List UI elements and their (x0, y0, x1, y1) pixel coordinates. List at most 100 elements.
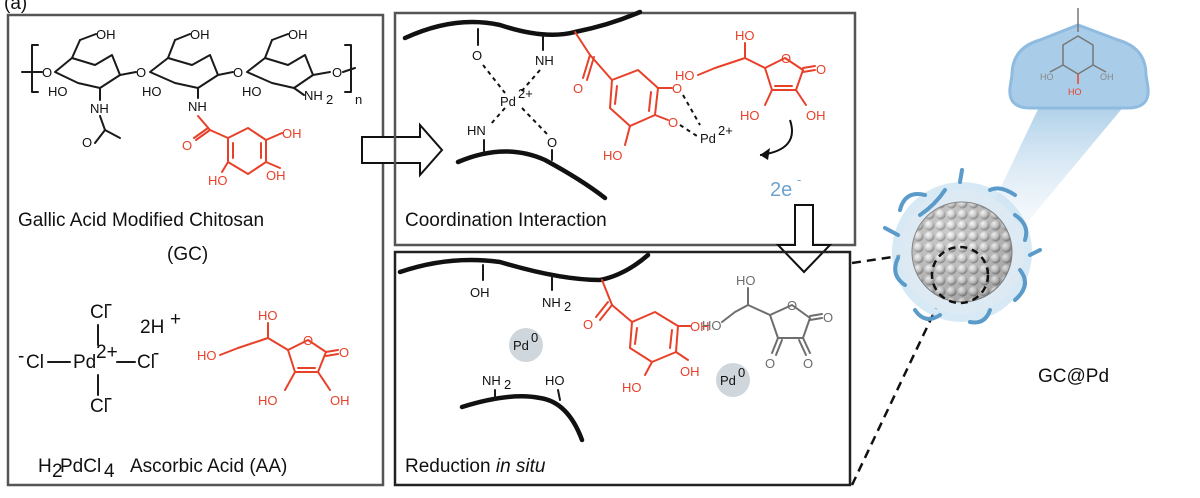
svg-text:HO: HO (197, 348, 217, 363)
svg-text:O: O (672, 81, 682, 96)
gc-pd-nanoparticle: HO OH HO (883, 8, 1150, 325)
svg-text:-: - (797, 172, 801, 187)
svg-text:O: O (765, 356, 775, 371)
coordination-chains: O NH HN O Pd 2+ (402, 9, 643, 201)
polymer-name: Gallic Acid Modified Chitosan (18, 210, 264, 231)
svg-text:Pd: Pd (73, 352, 96, 373)
svg-text:HO: HO (735, 28, 755, 43)
svg-text:2H: 2H (140, 317, 164, 338)
svg-text:O: O (816, 62, 826, 77)
svg-text:O: O (472, 48, 482, 63)
process-arrow (361, 122, 444, 178)
svg-text:NH: NH (90, 101, 109, 116)
svg-text:NH: NH (482, 373, 501, 388)
svg-text:Cl: Cl (137, 352, 155, 373)
svg-text:HO: HO (702, 318, 722, 333)
svg-text:2: 2 (326, 92, 333, 107)
dehydroascorbic-acid: HO HO O O O O (702, 273, 833, 371)
svg-text:OH: OH (690, 319, 710, 334)
svg-text:HO: HO (1068, 87, 1082, 97)
svg-text:HO: HO (48, 84, 68, 99)
svg-text:O: O (583, 317, 593, 332)
svg-text:-: - (18, 346, 24, 367)
zoom-line-bottom (850, 299, 942, 486)
svg-text:HO: HO (603, 148, 623, 163)
svg-text:HO: HO (258, 393, 278, 408)
svg-text:-: - (106, 294, 112, 315)
svg-text:OH: OH (1100, 72, 1114, 82)
svg-text:-: - (153, 343, 159, 364)
svg-text:O: O (781, 51, 791, 66)
svg-text:HO: HO (622, 380, 642, 395)
svg-text:O: O (303, 333, 313, 348)
svg-text:HO: HO (736, 273, 756, 288)
chitosan-structure: O OH HO NH O O OH HO NH O OH HO NH 2 (21, 27, 362, 150)
coordination-panel-frame (393, 11, 857, 247)
svg-text:OH: OH (282, 126, 302, 141)
svg-text:O: O (136, 65, 146, 80)
svg-text:n: n (355, 92, 362, 107)
svg-text:OH: OH (470, 285, 490, 300)
svg-text:Pd: Pd (700, 131, 716, 146)
svg-text:O: O (823, 310, 833, 325)
ascorbic-acid-label: Ascorbic Acid (AA) (130, 456, 287, 477)
svg-text:Reduction in situ: Reduction in situ (405, 456, 546, 477)
pd-salt-label: H 2 PdCl 4 (38, 456, 115, 482)
svg-text:O: O (233, 65, 243, 80)
svg-text:O: O (787, 298, 797, 313)
svg-text:HN: HN (467, 123, 486, 138)
svg-text:HO: HO (675, 68, 695, 83)
svg-text:OH: OH (190, 27, 210, 42)
svg-text:NH: NH (535, 53, 554, 68)
svg-text:H: H (38, 456, 52, 477)
svg-text:-: - (106, 388, 112, 409)
svg-text:+: + (170, 309, 181, 330)
svg-text:0: 0 (531, 330, 538, 345)
svg-text:2: 2 (52, 461, 63, 482)
svg-text:O: O (547, 135, 557, 150)
electron-transfer-label: 2e - (770, 172, 801, 201)
svg-text:HO: HO (142, 84, 162, 99)
pd0-particle-1: Pd 0 (509, 328, 543, 362)
svg-text:2e: 2e (770, 179, 792, 201)
svg-text:O: O (42, 65, 52, 80)
down-arrow (775, 204, 833, 274)
svg-text:2: 2 (564, 299, 571, 314)
pdcl4-structure: Cl - - Cl Pd 2+ Cl - Cl - 2H + (18, 294, 181, 417)
svg-text:Pd: Pd (720, 373, 736, 388)
svg-text:OH: OH (96, 27, 116, 42)
ascorbic-acid-structure: HO HO O O HO OH (197, 308, 350, 408)
pd0-particle-2: Pd 0 (716, 363, 750, 397)
svg-text:HO: HO (208, 173, 228, 188)
svg-text:2+: 2+ (96, 342, 118, 363)
svg-text:O: O (803, 356, 813, 371)
svg-text:O: O (82, 135, 92, 150)
svg-text:O: O (573, 81, 583, 96)
svg-text:Pd: Pd (513, 338, 529, 353)
svg-text:Cl: Cl (90, 302, 108, 323)
svg-text:HO: HO (258, 308, 278, 323)
svg-text:NH: NH (542, 295, 561, 310)
svg-text:OH: OH (806, 108, 826, 123)
reduction-label: Reduction in situ (405, 456, 546, 477)
ascorbic-acid-coord: HO HO O O HO OH (675, 28, 826, 123)
svg-text:O: O (332, 65, 342, 80)
svg-text:OH: OH (288, 27, 308, 42)
svg-text:Cl: Cl (26, 352, 44, 373)
coordination-label: Coordination Interaction (405, 210, 607, 231)
gallic-acid-moiety: O OH OH HO (182, 115, 302, 188)
svg-text:PdCl: PdCl (60, 456, 101, 477)
product-label: GC@Pd (1038, 366, 1109, 387)
svg-text:NH: NH (188, 99, 207, 114)
svg-text:OH: OH (680, 364, 700, 379)
svg-text:HO: HO (740, 108, 760, 123)
panel-letter: (a) (4, 0, 27, 14)
svg-text:HO: HO (545, 373, 565, 388)
reduction-panel-frame (393, 250, 852, 487)
svg-text:2: 2 (504, 377, 511, 392)
svg-text:OH: OH (266, 168, 286, 183)
svg-text:2+: 2+ (718, 123, 733, 138)
svg-text:O: O (182, 138, 192, 153)
svg-text:HO: HO (242, 84, 262, 99)
